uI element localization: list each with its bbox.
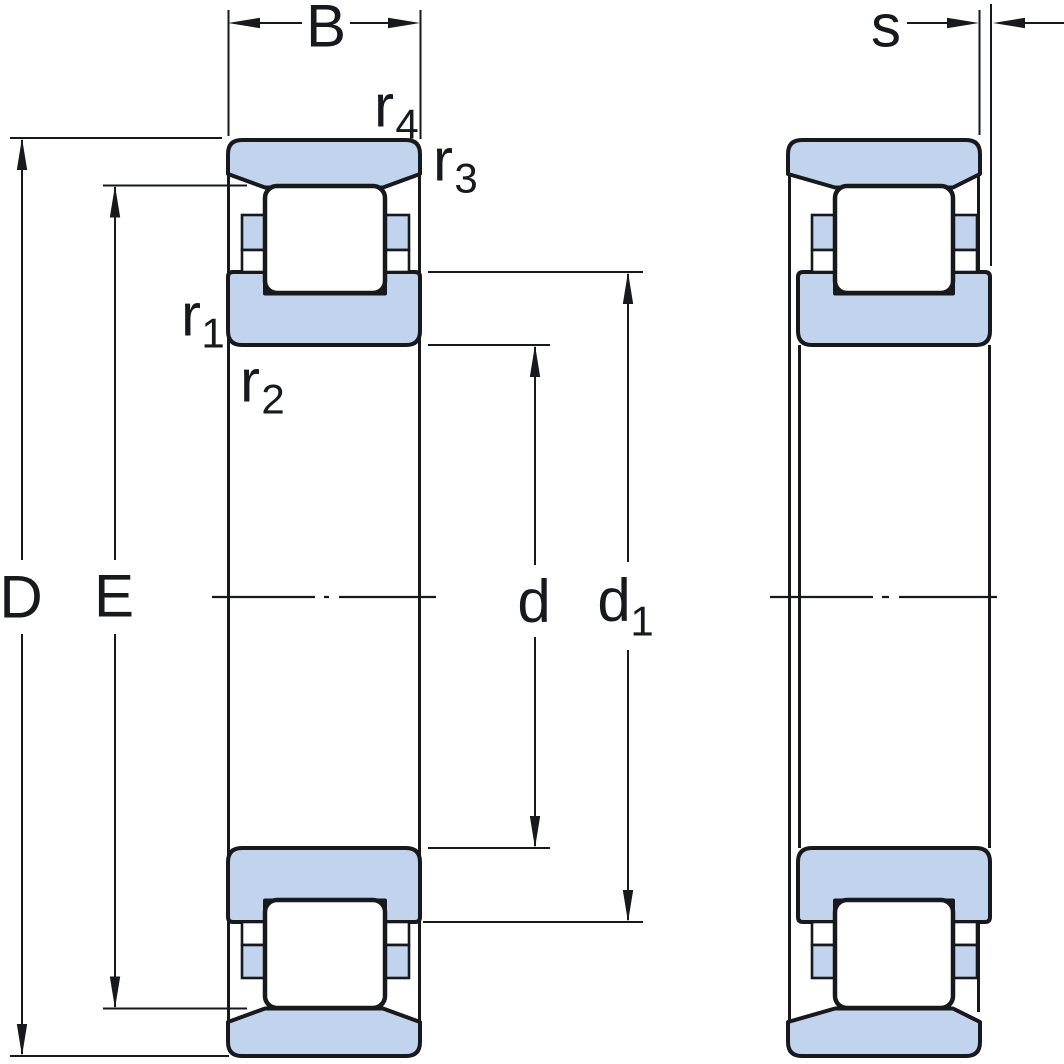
cage-bar-top-right bbox=[383, 213, 411, 252]
arrowhead-down-icon bbox=[109, 976, 121, 1009]
arrowhead-right-icon bbox=[388, 17, 420, 29]
inner-ring-bottom-section bbox=[226, 846, 422, 924]
dim-label-D: D bbox=[0, 564, 43, 631]
dimension-B: B bbox=[227, 0, 422, 139]
arrowhead-left-icon bbox=[993, 17, 1025, 29]
radius-label-r4-base: r bbox=[374, 73, 394, 140]
left-section-view bbox=[212, 138, 436, 1058]
cage-bar-bottom-left bbox=[240, 943, 267, 980]
cage-gap-bottom-right bbox=[383, 920, 411, 947]
cage-gap-top-left bbox=[810, 248, 837, 274]
arrowhead-down-icon bbox=[529, 816, 541, 848]
cage-bar-bottom-left bbox=[810, 943, 837, 980]
radius-label-r1-sub: 1 bbox=[201, 310, 224, 357]
dim-label-d: d bbox=[517, 568, 550, 635]
outer-ring-top-section bbox=[226, 138, 422, 190]
cage-gap-top-right bbox=[383, 248, 411, 274]
cage-gap-top-right bbox=[951, 248, 979, 274]
dim-label-s: s bbox=[871, 0, 901, 60]
outer-ring-bottom-section bbox=[786, 1006, 982, 1058]
roller-bottom bbox=[832, 897, 956, 1011]
radius-labels: r 4 r 3 r 1 r 2 bbox=[181, 73, 478, 423]
outer-ring-top-section bbox=[786, 138, 982, 190]
radius-label-r1-base: r bbox=[181, 282, 201, 349]
roller-top bbox=[832, 183, 956, 296]
roller-top bbox=[262, 183, 388, 296]
arrowhead-left-icon bbox=[228, 17, 260, 29]
right-section-view-displaced bbox=[770, 138, 997, 1058]
arrowhead-up-icon bbox=[622, 272, 634, 304]
dim-label-d1-base: d bbox=[597, 567, 630, 634]
cage-gap-bottom-left bbox=[240, 920, 267, 947]
cage-gap-bottom-left bbox=[810, 920, 837, 947]
cage-gap-bottom-right bbox=[951, 920, 979, 947]
radius-label-r2-base: r bbox=[240, 348, 260, 415]
arrowhead-right-icon bbox=[947, 17, 979, 29]
radius-label-r2-sub: 2 bbox=[261, 376, 284, 423]
inner-ring-top-section bbox=[796, 270, 992, 347]
cage-bar-bottom-right bbox=[383, 943, 411, 980]
cage-bar-top-right bbox=[951, 213, 979, 252]
dimension-E: E bbox=[94, 184, 247, 1010]
dim-label-E: E bbox=[94, 563, 134, 630]
radius-label-r4-sub: 4 bbox=[395, 101, 418, 148]
inner-ring-top-section bbox=[226, 270, 422, 347]
arrowhead-up-icon bbox=[109, 185, 121, 218]
inner-ring-bottom-section bbox=[796, 846, 992, 924]
cage-bar-bottom-right bbox=[951, 943, 979, 980]
cage-bar-top-left bbox=[810, 213, 837, 252]
arrowhead-down-icon bbox=[16, 1024, 28, 1056]
arrowhead-up-icon bbox=[16, 138, 28, 170]
dim-label-B: B bbox=[306, 0, 346, 60]
dimension-d: d bbox=[428, 344, 551, 849]
dimension-d1: d 1 bbox=[423, 271, 654, 923]
radius-label-r3-base: r bbox=[433, 127, 453, 194]
dimension-D: D bbox=[0, 137, 229, 1057]
radius-label-r3-sub: 3 bbox=[454, 155, 477, 202]
cage-bar-top-left bbox=[240, 213, 267, 252]
dimension-s: s bbox=[871, 0, 1064, 266]
arrowhead-up-icon bbox=[529, 345, 541, 377]
arrowhead-down-icon bbox=[622, 890, 634, 922]
outer-ring-bottom-section bbox=[226, 1006, 422, 1058]
dim-label-d1-sub: 1 bbox=[630, 598, 653, 645]
roller-bottom bbox=[262, 897, 388, 1011]
cage-gap-top-left bbox=[240, 248, 267, 274]
